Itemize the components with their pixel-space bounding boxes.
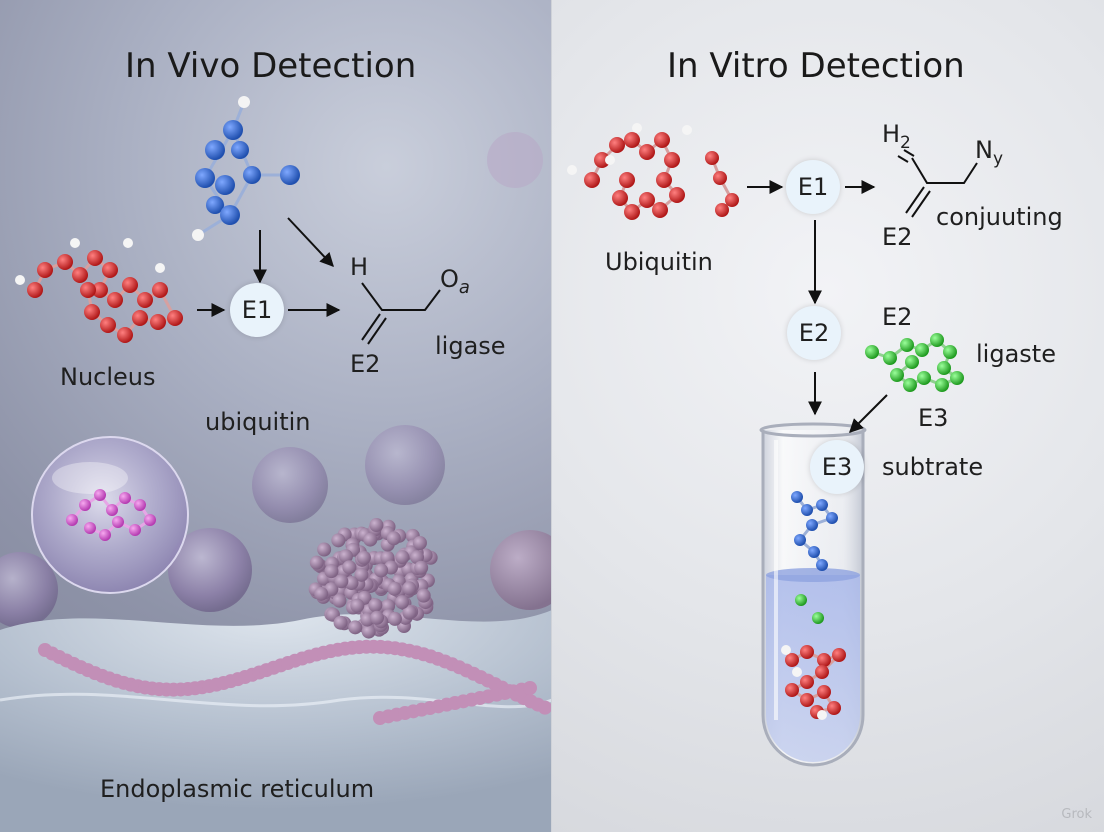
e2-formula-label: E2 (882, 223, 913, 251)
h-atom-label: H (350, 253, 369, 281)
h2-label: H2 (882, 120, 911, 153)
er-membrane (0, 610, 552, 832)
ligaste-label: ligaste (976, 340, 1056, 368)
o-atom-subscript: a (458, 276, 470, 298)
ligase-label: ligase (435, 332, 506, 360)
substrate-blue-chain (791, 491, 838, 571)
structural-formula (897, 149, 978, 218)
green-particles (795, 594, 824, 624)
background-vesicle (168, 528, 252, 612)
structural-formula (361, 282, 441, 345)
er-bead-strand (38, 639, 552, 725)
nucleus-illustration (31, 436, 189, 594)
e3-green-molecule (865, 333, 964, 392)
ny-label: Ny (975, 136, 1003, 169)
substrate-label: subtrate (882, 453, 984, 481)
ubiquitin-label: ubiquitin (205, 408, 311, 436)
watermark: Grok (1061, 807, 1092, 822)
blue-molecule (192, 96, 300, 241)
ny-symbol: N (975, 136, 993, 164)
arrow (287, 217, 334, 268)
liquid-surface (766, 568, 860, 582)
in-vitro-title: In Vitro Detection (667, 46, 965, 86)
ribosome-cluster (308, 518, 438, 639)
ubiquitin-label: Ubiquitin (605, 248, 713, 276)
er-label: Endoplasmic reticulum (100, 775, 375, 803)
background-vesicle (252, 447, 328, 523)
in-vitro-panel: In Vitro Detection Ubiquitin E1 H2 Ny E2… (552, 0, 1104, 832)
conjugating-label: conjuuting (936, 203, 1063, 231)
e3-node: E3 (810, 440, 864, 494)
e2-formula-label: E2 (350, 350, 381, 378)
tube-liquid (766, 575, 860, 762)
background-vesicle (490, 530, 552, 610)
in-vitro-illustration (567, 123, 978, 767)
background-vesicle (0, 552, 58, 628)
o-atom-symbol: O (440, 265, 459, 293)
in-vivo-illustration (0, 96, 552, 832)
ubiquitin-molecule (15, 238, 183, 343)
er-membrane-highlight (0, 692, 552, 709)
in-vivo-panel: In Vivo Detection E1 H Oa E2 ligase Nucl… (0, 0, 552, 832)
in-vivo-title: In Vivo Detection (125, 46, 417, 86)
background-vesicle (487, 132, 543, 188)
e1-node: E1 (230, 283, 284, 337)
ubiquitin-chain-in-tube (781, 645, 846, 720)
background-vesicle (365, 425, 445, 505)
e1-node: E1 (786, 160, 840, 214)
o-atom-label: Oa (440, 265, 470, 298)
ny-subscript: y (992, 148, 1004, 169)
ubiquitin-molecule (567, 123, 739, 220)
arrow (849, 394, 888, 433)
h2-symbol: H (882, 120, 901, 148)
nucleus-label: Nucleus (60, 363, 156, 391)
e2-node: E2 (787, 306, 841, 360)
e2-label: E2 (882, 303, 913, 331)
h2-subscript: 2 (900, 132, 911, 153)
test-tube (759, 422, 867, 767)
e3-label: E3 (918, 404, 949, 432)
